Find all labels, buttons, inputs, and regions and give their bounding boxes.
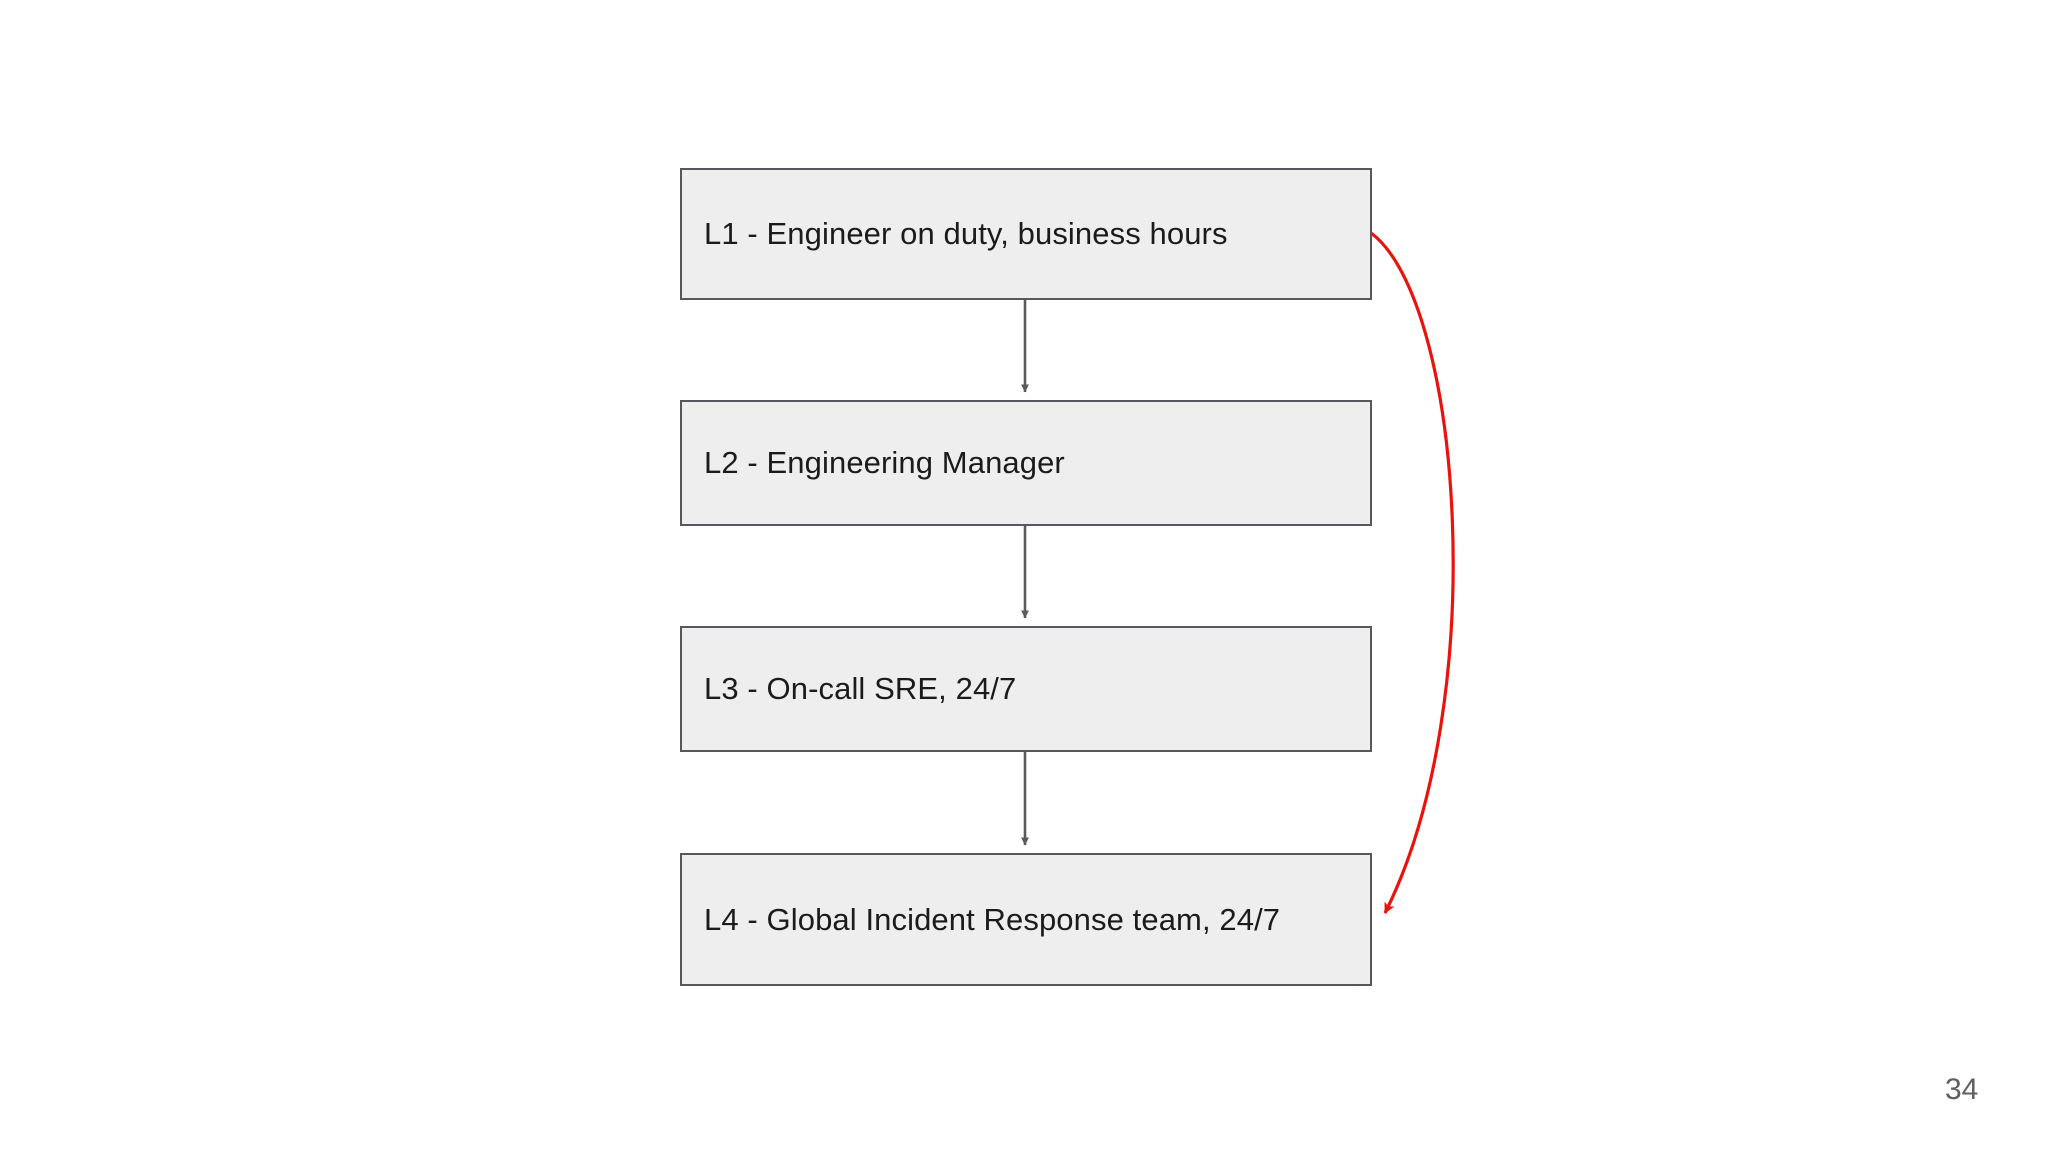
escalation-arrow-l1-to-l4 (1370, 231, 1455, 914)
page-number: 34 (1945, 1073, 1979, 1106)
node-l4-label: L4 - Global Incident Response team, 24/7 (704, 901, 1281, 937)
node-l3[interactable]: L3 - On-call SRE, 24/7 (680, 626, 1372, 752)
node-l1[interactable]: L1 - Engineer on duty, business hours (680, 168, 1372, 300)
node-l4[interactable]: L4 - Global Incident Response team, 24/7 (680, 853, 1372, 986)
node-l1-label: L1 - Engineer on duty, business hours (704, 216, 1228, 252)
node-l2[interactable]: L2 - Engineering Manager (680, 400, 1372, 526)
node-l3-label: L3 - On-call SRE, 24/7 (704, 671, 1017, 707)
node-l2-label: L2 - Engineering Manager (704, 445, 1065, 481)
